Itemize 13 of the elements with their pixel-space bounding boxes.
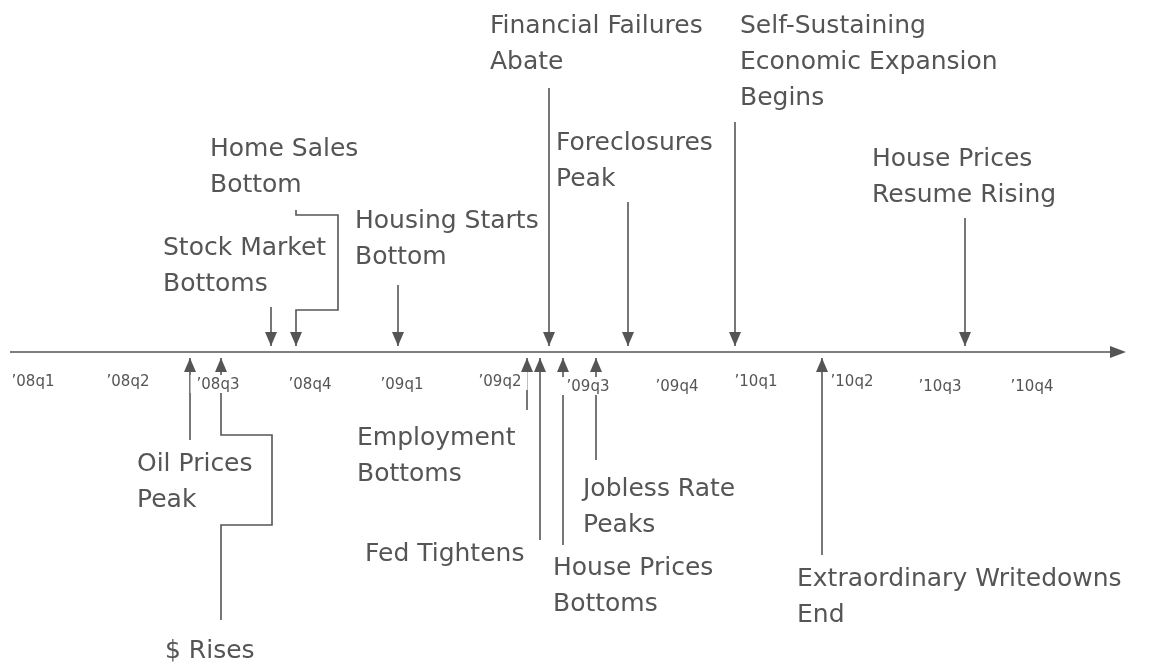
arrow [729,121,741,347]
arrow [959,217,971,347]
arrow [290,209,339,347]
arrow [816,357,828,556]
arrow [184,357,196,441]
arrow [543,87,555,347]
arrow [622,201,634,347]
arrow [557,357,569,546]
arrow [392,284,404,347]
arrow [215,357,273,621]
timeline-axis [10,346,1126,358]
arrow [534,357,546,541]
arrow [265,306,277,347]
